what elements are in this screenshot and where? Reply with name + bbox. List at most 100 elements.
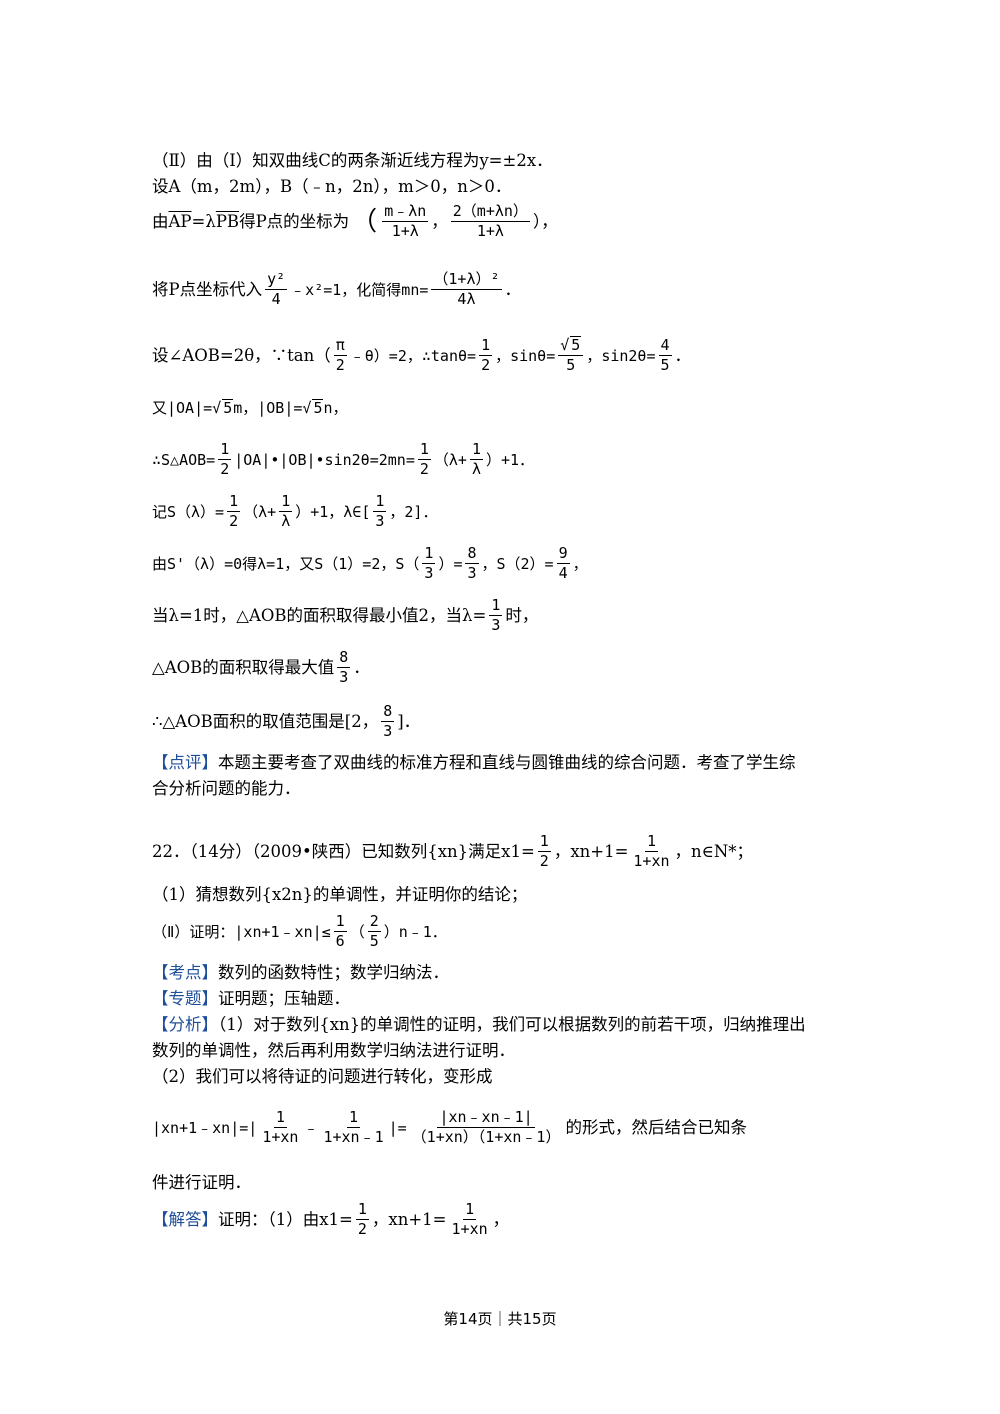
zhuanti-tag: 【专题】	[152, 989, 218, 1008]
fraction: 1 2	[355, 1200, 369, 1239]
numerator: 1	[355, 1200, 369, 1220]
fraction: π 2	[333, 336, 347, 375]
text-segment: ）=	[438, 554, 463, 573]
denominator: 3	[491, 616, 501, 634]
denominator: 2	[481, 356, 491, 374]
denominator: 1+xn	[451, 1220, 488, 1238]
denominator: 5	[369, 932, 379, 950]
vector-ap: AP	[168, 211, 192, 231]
text-segment: 时，	[505, 605, 539, 625]
zhuanti-line: 【专题】证明题；压轴题．	[152, 988, 350, 1010]
denominator: 4	[271, 290, 281, 308]
comment-line-2: 合分析问题的能力．	[152, 779, 301, 798]
text-segment: ，S（2）=	[481, 554, 554, 573]
denominator: （1+xn）（1+xn﹣1）	[411, 1128, 561, 1146]
sqrt-radicand: 5	[570, 336, 582, 354]
fraction: 9 4	[556, 544, 570, 583]
text-segment: ﹣x²=1，化简得	[290, 280, 402, 299]
page-footer: 第14页｜共15页	[443, 1310, 557, 1328]
fraction: （1+λ）² 4λ	[431, 270, 502, 309]
denominator: 2	[539, 852, 549, 870]
fraction: 1 2	[537, 832, 551, 871]
numerator: 1	[479, 336, 493, 356]
comment-text: 本题主要考查了双曲线的标准方程和直线与圆锥曲线的综合问题．考查了学生综	[218, 753, 796, 772]
denominator: λ	[471, 460, 481, 478]
text-segment: ．	[674, 345, 692, 365]
fraction: 1 1+xn﹣1	[321, 1108, 385, 1147]
denominator: 3	[375, 512, 385, 530]
text-segment: ，sinθ=	[495, 346, 556, 365]
denominator: 3	[383, 722, 393, 740]
denominator: 2	[335, 356, 345, 374]
text-segment: ），	[532, 211, 558, 231]
denominator: λ	[281, 512, 291, 530]
text-segment: ]．	[397, 711, 421, 731]
text-segment: 当λ=1时，△AOB的面积取得最小值2，当λ=	[152, 605, 487, 625]
text-segment: ，xn+1=	[553, 841, 629, 861]
fraction: 1 3	[422, 544, 436, 583]
fraction: 1 1+xn	[450, 1200, 490, 1239]
text-line-11: △AOB的面积取得最大值 8 3 ．	[152, 648, 370, 687]
numerator: 1	[347, 1108, 361, 1128]
fraction: 1 2	[417, 440, 431, 479]
text-segment: 的形式，然后结合已知条	[565, 1117, 747, 1137]
fraction: 2 5	[367, 912, 381, 951]
text-segment: （Ⅱ）证明：|xn+1﹣xn|≤	[152, 922, 331, 941]
denominator: 5	[660, 356, 670, 374]
text-line-9: 由S'（λ）=0得λ=1，又S（1）=2，S（ 1 3 ）= 8 3 ，S（2）…	[152, 544, 588, 583]
text-segment: 设∠AOB=2θ，∵tan（	[152, 345, 331, 365]
numerator: 1	[218, 440, 232, 460]
denominator: 2	[357, 1220, 367, 1238]
text-segment: （λ+	[433, 450, 467, 469]
fraction: 1 2	[227, 492, 241, 531]
text-segment: ，	[572, 554, 588, 573]
kaodian-line: 【考点】数列的函数特性；数学归纳法．	[152, 962, 449, 984]
text-line-4: 将P点坐标代入 y² 4 ﹣x²=1，化简得 mn= （1+λ）² 4λ ．	[152, 270, 521, 309]
numerator: 2（m+λn）	[450, 202, 530, 222]
text-line-6: 又|OA|= √5 m，|OB|= √5 n，	[152, 397, 348, 419]
fraction: 1 3	[489, 596, 503, 635]
fraction: 1 6	[333, 912, 347, 951]
jieda-tag: 【解答】	[152, 1209, 218, 1229]
comment-line-1: 【点评】本题主要考查了双曲线的标准方程和直线与圆锥曲线的综合问题．考查了学生综	[152, 752, 796, 774]
sqrt-radicand: 5	[222, 399, 234, 417]
numerator: 8	[465, 544, 479, 564]
text-segment: 22．（14分）（2009•陕西）已知数列{xn}满足x1=	[152, 841, 535, 861]
numerator: 4	[658, 336, 672, 356]
text-segment: =λ	[191, 211, 216, 231]
kaodian-text: 数列的函数特性；数学归纳法．	[218, 963, 449, 982]
fenxi-tag: 【分析】	[152, 1015, 218, 1034]
text-line-8: 记S（λ）= 1 2 （λ+ 1 λ ）+1，λ∈[ 1 3 ，2]．	[152, 492, 437, 531]
fraction: 8 3	[337, 648, 351, 687]
comment-tag: 【点评】	[152, 753, 218, 772]
denominator: 1+xn	[633, 852, 670, 870]
denominator: 3	[424, 564, 434, 582]
text-segment: ，sin2θ=	[586, 346, 656, 365]
fraction: √5 5	[558, 336, 584, 375]
fenxi-text: （1）对于数列{xn}的单调性的证明，我们可以根据数列的前若干项，归纳推理出	[218, 1015, 806, 1034]
numerator: 9	[556, 544, 570, 564]
zhuanti-text: 证明题；压轴题．	[218, 989, 350, 1008]
numerator: 1	[373, 492, 387, 512]
numerator: （1+λ）²	[431, 270, 502, 290]
denominator: 1+xn﹣1	[323, 1128, 384, 1146]
text-segment: |=	[388, 1118, 407, 1137]
denominator: 1+λ	[476, 222, 504, 240]
text-segment: （λ+	[243, 502, 277, 521]
numerator: 1	[227, 492, 241, 512]
text-segment: ）n﹣1．	[383, 922, 447, 941]
formula-continuation: 件进行证明．	[152, 1173, 251, 1192]
fraction: 1 1+xn	[631, 832, 671, 871]
question-22: 22．（14分）（2009•陕西）已知数列{xn}满足x1= 1 2 ，xn+1…	[152, 832, 753, 871]
numerator: 1	[333, 912, 347, 932]
numerator: 1	[417, 440, 431, 460]
fenxi-line-2: 数列的单调性，然后再利用数学归纳法进行证明．	[152, 1041, 515, 1060]
denominator: 1+λ	[391, 222, 419, 240]
text-segment: 得P点的坐标为	[239, 211, 350, 231]
text-segment: 将P点坐标代入	[152, 279, 263, 299]
fraction: 8 3	[465, 544, 479, 583]
text-segment: ﹣θ）=2，∴tanθ=	[349, 346, 477, 365]
text-line-2: 设A（m，2m），B（﹣n，2n），m＞0，n＞0．	[152, 177, 512, 196]
denominator: 1+xn	[262, 1128, 299, 1146]
fraction: 1 2	[218, 440, 232, 479]
